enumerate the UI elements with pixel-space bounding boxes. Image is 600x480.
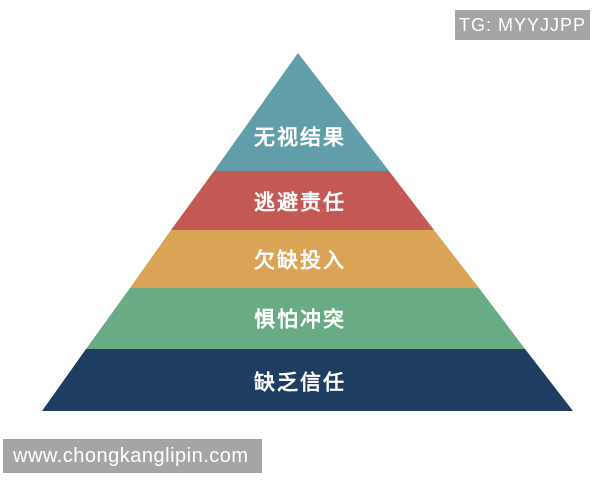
telegram-watermark-text: TG: MYYJJPP — [458, 14, 586, 35]
pyramid-level-avoid-accountability-label: 逃避责任 — [254, 191, 346, 215]
pyramid-level-avoid-accountability-shape — [171, 171, 434, 230]
website-watermark-text: www.chongkanglipin.com — [13, 444, 249, 467]
pyramid-level-fear-conflict-shape — [86, 288, 525, 349]
website-watermark-badge: www.chongkanglipin.com — [3, 439, 262, 473]
pyramid-level-lack-commitment-shape — [130, 230, 479, 288]
pyramid-level-lack-commitment-label: 欠缺投入 — [254, 249, 346, 273]
pyramid-level-fear-conflict-label: 惧怕冲突 — [254, 308, 346, 332]
pyramid-level-ignore-results-shape — [214, 53, 389, 171]
pyramid-level-absence-trust-label: 缺乏信任 — [254, 371, 346, 395]
pyramid-level-absence-trust-shape — [42, 349, 573, 411]
pyramid-level-ignore-results-label: 无视结果 — [254, 126, 346, 150]
telegram-watermark-badge: TG: MYYJJPP — [455, 10, 590, 40]
